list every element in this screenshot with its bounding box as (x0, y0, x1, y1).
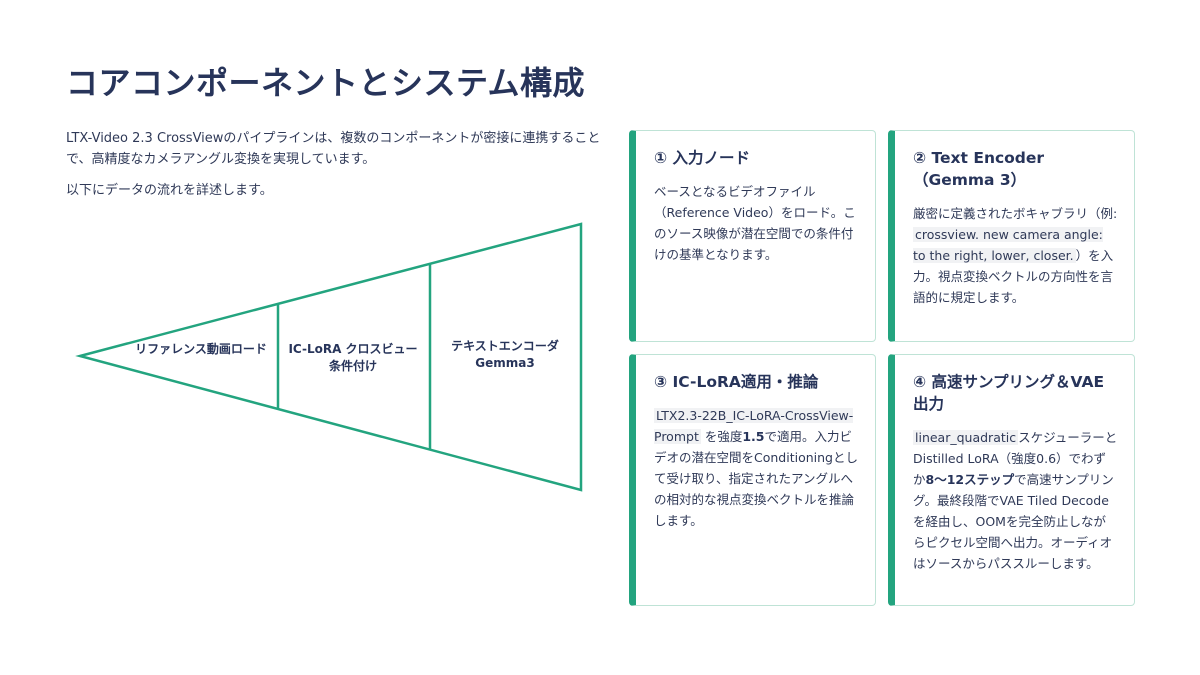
funnel-label-text-encoder: テキストエンコーダ Gemma3 (451, 339, 559, 370)
card-body-text: で高速サンプリング。最終段階でVAE Tiled Decodeを経由し、OOMを… (913, 472, 1114, 571)
card-body: LTX2.3-22B_IC-LoRA-CrossView-Prompt を強度1… (654, 405, 859, 531)
card-title: ① 入力ノード (654, 149, 751, 167)
funnel-label-reference-video: リファレンス動画ロード (135, 342, 267, 356)
funnel-svg (75, 222, 583, 492)
card-ic-lora: ③ IC-LoRA適用・推論 LTX2.3-22B_IC-LoRA-CrossV… (629, 354, 876, 606)
card-body-text: 厳密に定義されたボキャブラリ（例: (913, 206, 1118, 221)
page-title: コアコンポーネントとシステム構成 (66, 64, 586, 102)
intro-paragraph: 以下にデータの流れを詳述します。 (66, 183, 273, 198)
scheduler-code: linear_quadratic (913, 430, 1019, 445)
card-title: ③ IC-LoRA適用・推論 (654, 373, 819, 391)
funnel-outline (75, 222, 583, 492)
card-body-text: で適用。入力ビデオの潜在空間をConditioningとして受け取り、指定された… (654, 429, 858, 528)
card-input-node: ① 入力ノード ベースとなるビデオファイル（Reference Video）をロ… (629, 130, 876, 342)
funnel-label-ic-lora: IC-LoRA クロスビュー条件付け (288, 342, 418, 373)
card-text-encoder: ② Text Encoder（Gemma 3） 厳密に定義されたボキャブラリ（例… (888, 130, 1135, 342)
vocabulary-code: crossview. new camera angle: to the righ… (913, 227, 1103, 263)
card-title: ② Text Encoder（Gemma 3） (913, 149, 1045, 189)
card-body-text: ）を入力。視点変換ベクトルの方向性を言語的に規定します。 (913, 248, 1114, 305)
card-title: ④ 高速サンプリング＆VAE出力 (913, 373, 1105, 413)
pipeline-funnel-diagram: リファレンス動画ロード IC-LoRA クロスビュー条件付け テキストエンコーダ… (70, 218, 590, 498)
lora-strength: 1.5 (742, 429, 765, 444)
step-count: 8〜12ステップ (925, 472, 1015, 487)
card-body-text: スケジューラーとDistilled LoRA（強度0.6）でわずか (913, 430, 1118, 487)
card-body: ベースとなるビデオファイル（Reference Video）をロード。このソース… (654, 184, 856, 262)
intro-paragraph: LTX-Video 2.3 CrossViewのパイプラインは、複数のコンポーネ… (66, 131, 601, 167)
card-body: 厳密に定義されたボキャブラリ（例: crossview. new camera … (913, 203, 1118, 308)
card-body-text: を強度 (700, 429, 743, 444)
intro-text: LTX-Video 2.3 CrossViewのパイプラインは、複数のコンポーネ… (66, 128, 606, 211)
